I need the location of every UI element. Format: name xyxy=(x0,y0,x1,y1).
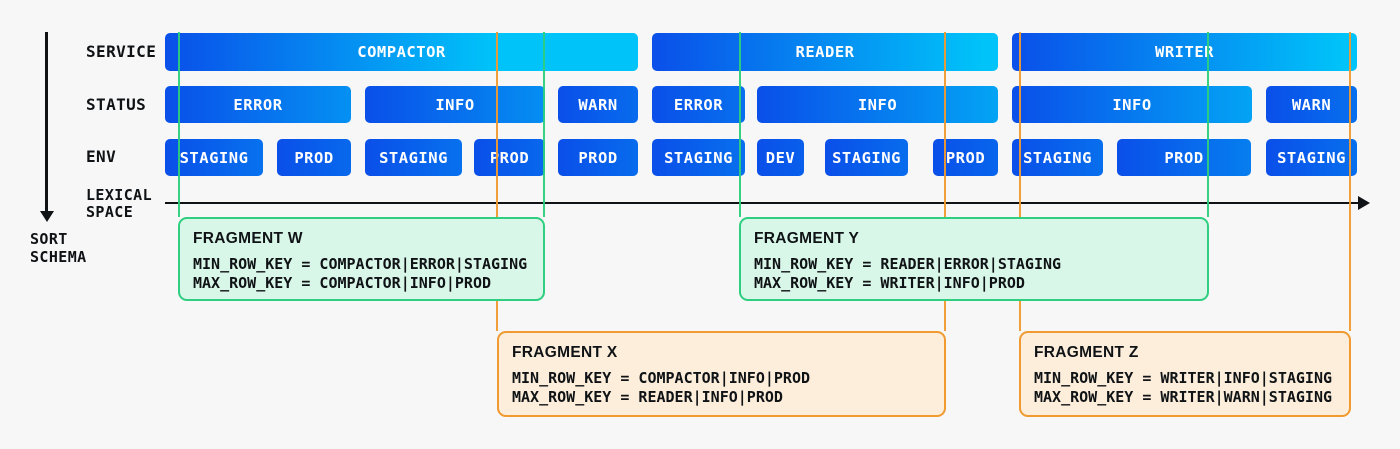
sort-axis-line xyxy=(45,32,48,211)
status-bar: WARN xyxy=(1266,86,1357,123)
status-row-label: STATUS xyxy=(86,95,147,114)
fragment-w-max-row-key: MAX_ROW_KEY = COMPACTOR|INFO|PROD xyxy=(193,274,492,292)
fragment-y-title: FRAGMENT Y xyxy=(754,230,860,247)
fragment-x-min-row-key: MIN_ROW_KEY = COMPACTOR|INFO|PROD xyxy=(512,369,811,387)
fragment-z-box: FRAGMENT Z MIN_ROW_KEY = WRITER|INFO|STA… xyxy=(1019,331,1351,417)
service-bar: WRITER xyxy=(1012,33,1357,71)
env-bar: STAGING xyxy=(1266,139,1357,176)
fragment-x-box: FRAGMENT X MIN_ROW_KEY = COMPACTOR|INFO|… xyxy=(497,331,946,417)
orange-boundary-line xyxy=(944,32,946,331)
lexical-space-label-line2: SPACE xyxy=(86,203,134,221)
fragment-y-box: FRAGMENT Y MIN_ROW_KEY = READER|ERROR|ST… xyxy=(739,217,1209,301)
service-bar: READER xyxy=(652,33,998,71)
fragment-w-title: FRAGMENT W xyxy=(193,230,303,247)
env-bar: STAGING xyxy=(652,139,745,176)
lexical-space-label-line1: LEXICAL xyxy=(86,186,153,204)
orange-boundary-line xyxy=(1019,32,1021,331)
service-bar: COMPACTOR xyxy=(165,33,638,71)
env-bar: PROD xyxy=(474,139,545,176)
fragment-w-box: FRAGMENT W MIN_ROW_KEY = COMPACTOR|ERROR… xyxy=(178,217,545,301)
env-bar: STAGING xyxy=(365,139,462,176)
fragment-w-min-row-key: MIN_ROW_KEY = COMPACTOR|ERROR|STAGING xyxy=(193,255,528,273)
fragment-x-max-row-key: MAX_ROW_KEY = READER|INFO|PROD xyxy=(512,388,783,406)
green-boundary-line xyxy=(543,32,545,217)
status-bar: INFO xyxy=(365,86,545,123)
status-bar: ERROR xyxy=(652,86,745,123)
green-boundary-line xyxy=(178,32,180,217)
env-bar: PROD xyxy=(933,139,998,176)
env-bar: PROD xyxy=(1117,139,1251,176)
status-bar: ERROR xyxy=(165,86,351,123)
sort-schema-label: SORT SCHEMA xyxy=(30,230,87,266)
fragment-x-title: FRAGMENT X xyxy=(512,344,618,361)
env-bar: STAGING xyxy=(165,139,263,176)
status-bar: INFO xyxy=(1012,86,1252,123)
lexical-space-label: LEXICAL SPACE xyxy=(86,187,152,221)
sort-schema-label-line1: SORT xyxy=(30,230,68,248)
lexical-space-axis-line xyxy=(165,202,1358,204)
green-boundary-line xyxy=(1207,32,1209,217)
env-bar: PROD xyxy=(277,139,351,176)
status-bar: INFO xyxy=(757,86,998,123)
fragment-z-min-row-key: MIN_ROW_KEY = WRITER|INFO|STAGING xyxy=(1034,369,1333,387)
sort-schema-label-line2: SCHEMA xyxy=(30,248,87,266)
fragment-z-title: FRAGMENT Z xyxy=(1034,344,1139,361)
service-row-label: SERVICE xyxy=(86,42,157,61)
env-bar: PROD xyxy=(558,139,638,176)
env-bar: STAGING xyxy=(1012,139,1103,176)
orange-boundary-line xyxy=(496,32,498,331)
fragment-y-max-row-key: MAX_ROW_KEY = WRITER|INFO|PROD xyxy=(754,274,1025,292)
lexical-space-axis-right-arrow-icon xyxy=(1358,196,1370,210)
fragment-z-max-row-key: MAX_ROW_KEY = WRITER|WARN|STAGING xyxy=(1034,388,1333,406)
env-bar: DEV xyxy=(757,139,804,176)
env-bar: STAGING xyxy=(825,139,908,176)
env-row-label: ENV xyxy=(86,147,117,166)
green-boundary-line xyxy=(739,32,741,217)
status-bar: WARN xyxy=(558,86,638,123)
sort-axis-down-arrow-icon xyxy=(40,211,54,222)
orange-boundary-line xyxy=(1349,32,1351,331)
fragment-y-min-row-key: MIN_ROW_KEY = READER|ERROR|STAGING xyxy=(754,255,1062,273)
